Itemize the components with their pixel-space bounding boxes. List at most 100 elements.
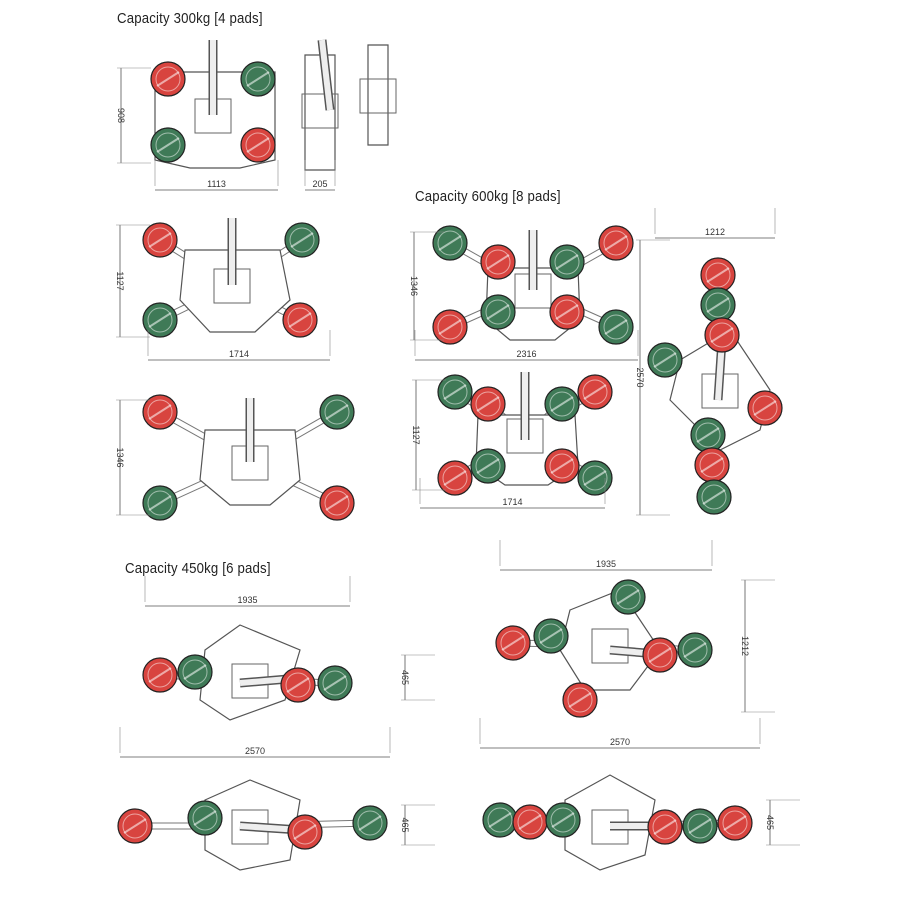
pad-cross xyxy=(293,824,317,840)
pad-cross xyxy=(555,304,579,320)
pad-rim xyxy=(155,66,181,92)
pad-rim xyxy=(147,490,173,516)
pad-rim xyxy=(442,379,468,405)
dimension-label: 1212 xyxy=(705,227,725,237)
pad-rim xyxy=(705,292,731,318)
pad-cross xyxy=(550,458,574,474)
pad-cross xyxy=(753,400,777,416)
pad-rim xyxy=(582,379,608,405)
dimension-label: 465 xyxy=(400,670,410,685)
pad-rim xyxy=(437,314,463,340)
pad-cross xyxy=(325,404,349,420)
pad-rim xyxy=(705,262,731,288)
dimension-label: 2570 xyxy=(245,746,265,756)
pad-cross xyxy=(616,589,640,605)
pad-cross xyxy=(148,312,172,328)
pad-rim xyxy=(554,299,580,325)
pad-cross xyxy=(476,396,500,412)
pad-cross xyxy=(443,470,467,486)
pad-cross xyxy=(583,384,607,400)
300kg-extended-b-diagram: 1346 xyxy=(115,394,355,521)
lifting-beam-inner xyxy=(319,39,333,111)
dimension-label: 1127 xyxy=(115,271,125,290)
dimension-label: 465 xyxy=(400,817,410,832)
pad-cross xyxy=(156,71,180,87)
pad-cross xyxy=(706,297,730,313)
dimension-label: 465 xyxy=(765,815,775,830)
pad-cross xyxy=(358,815,382,831)
pad-cross xyxy=(683,642,707,658)
pad-cross xyxy=(568,692,592,708)
pad-cross xyxy=(286,677,310,693)
lifter-frame xyxy=(199,429,301,506)
control-box xyxy=(591,628,629,664)
control-box xyxy=(301,93,339,129)
pad-rim xyxy=(122,813,148,839)
pad-rim xyxy=(245,132,271,158)
pad-rim xyxy=(475,391,501,417)
pad-rim xyxy=(603,314,629,340)
dimension-label: 1113 xyxy=(207,179,226,189)
dimension-label: 1346 xyxy=(115,447,125,467)
pad-rim xyxy=(192,805,218,831)
pad-cross xyxy=(604,319,628,335)
pad-cross xyxy=(438,235,462,251)
pad-rim xyxy=(155,132,181,158)
pad-rim xyxy=(603,230,629,256)
dimension-label: 1714 xyxy=(229,349,249,359)
pad-rim xyxy=(324,490,350,516)
lifter-frame xyxy=(199,624,301,721)
pad-rim xyxy=(701,484,727,510)
pad-cross xyxy=(539,628,563,644)
pad-rim xyxy=(752,395,778,421)
pad-rim xyxy=(287,307,313,333)
pad-rim xyxy=(245,66,271,92)
lifter-frame xyxy=(304,54,336,171)
control-box xyxy=(359,78,397,114)
pad-rim xyxy=(485,249,511,275)
pad-cross xyxy=(323,675,347,691)
pad-cross xyxy=(246,137,270,153)
pad-rim xyxy=(517,809,543,835)
pad-cross xyxy=(653,352,677,368)
lifter-frame xyxy=(179,249,291,333)
300kg-side-view-diagram: 205 xyxy=(301,39,339,191)
pad-cross xyxy=(653,819,677,835)
pad-rim xyxy=(285,672,311,698)
450kg-view-d-diagram: 2570 465 xyxy=(479,718,800,871)
pad-cross xyxy=(723,815,747,831)
pad-cross xyxy=(710,327,734,343)
300kg-end-view-diagram xyxy=(359,44,397,146)
pad-rim xyxy=(615,584,641,610)
pad-rim xyxy=(322,670,348,696)
pad-cross xyxy=(290,232,314,248)
dimension-label: 2316 xyxy=(516,349,536,359)
pad-cross xyxy=(486,254,510,270)
pad-cross xyxy=(438,319,462,335)
pad-rim xyxy=(538,623,564,649)
pad-cross xyxy=(148,232,172,248)
lifter-frame xyxy=(367,44,389,146)
section-title-300kg: Capacity 300kg [4 pads] xyxy=(117,10,263,27)
dimension-label: 2570 xyxy=(610,737,630,747)
pad-cross xyxy=(702,489,726,505)
pad-cross xyxy=(476,458,500,474)
lifter-frame xyxy=(559,589,661,691)
pad-cross xyxy=(501,635,525,651)
pad-cross xyxy=(148,495,172,511)
pad-cross xyxy=(604,235,628,251)
pad-rim xyxy=(292,819,318,845)
pad-rim xyxy=(500,630,526,656)
pad-rim xyxy=(652,814,678,840)
pad-rim xyxy=(695,422,721,448)
pad-cross xyxy=(288,312,312,328)
300kg-extended-a-diagram: 1127 1714 xyxy=(115,218,331,361)
pad-rim xyxy=(442,465,468,491)
pad-rim xyxy=(357,810,383,836)
